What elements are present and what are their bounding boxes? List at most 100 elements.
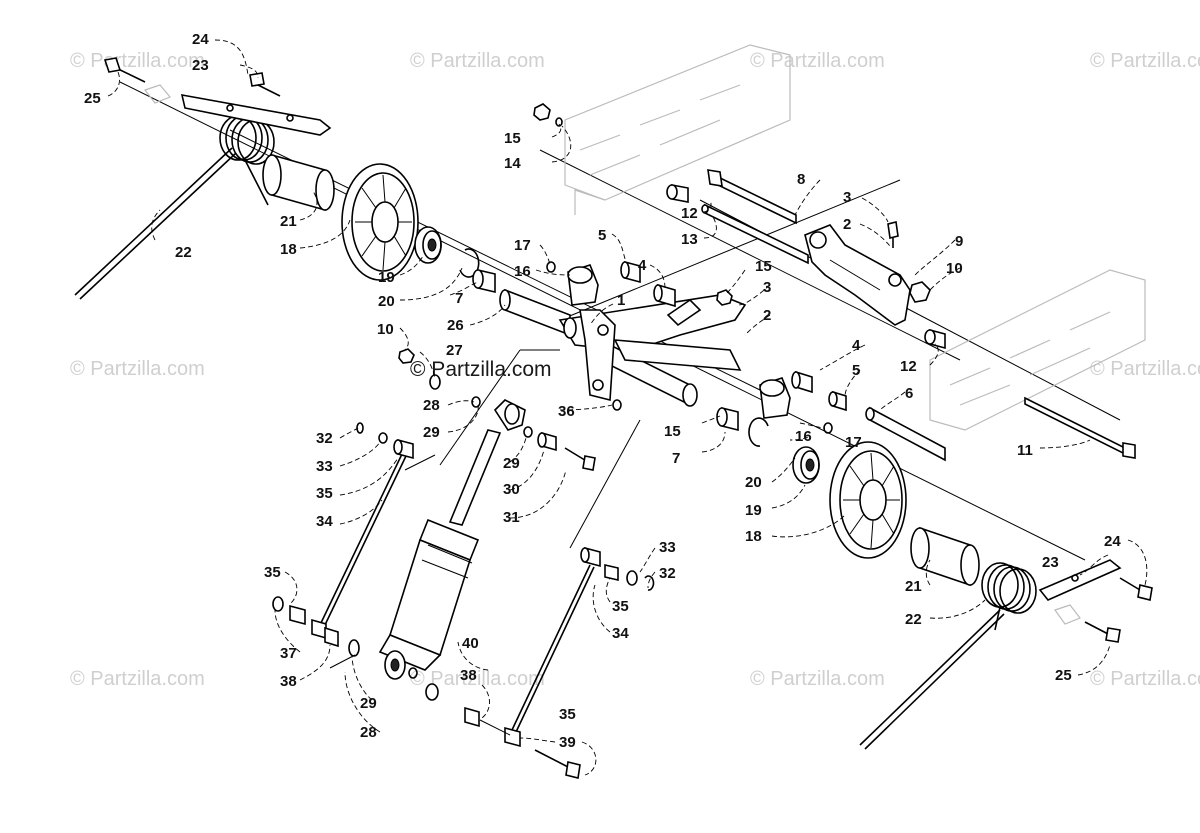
watermark-center: © Partzilla.com: [410, 358, 552, 381]
callout-25: 25: [1055, 667, 1072, 684]
washer-27-28-upper: [429, 374, 481, 408]
spacer-tube-right: [910, 526, 980, 587]
callout-15: 15: [664, 423, 681, 440]
callout-32: 32: [316, 430, 333, 447]
callout-35: 35: [559, 706, 576, 723]
callout-21: 21: [905, 578, 922, 595]
callout-20: 20: [745, 474, 762, 491]
callout-19: 19: [378, 269, 395, 286]
bushing-4-lower: [791, 370, 813, 394]
callout-26: 26: [447, 317, 464, 334]
callout-18: 18: [745, 528, 762, 545]
bolt-11: [1024, 396, 1136, 459]
callout-2: 2: [843, 216, 851, 233]
callout-16: 16: [514, 263, 531, 280]
bumper-16-lower: [759, 377, 791, 419]
bushing-12-right: [924, 328, 946, 350]
callout-12: 12: [681, 205, 698, 222]
callout-35: 35: [316, 485, 333, 502]
callout-18: 18: [280, 241, 297, 258]
bearing-right: [792, 446, 820, 484]
bushing-5-upper: [620, 260, 641, 284]
callout-21: 21: [280, 213, 297, 230]
link-left-lower-hardware: [272, 596, 360, 657]
callout-31: 31: [503, 509, 520, 526]
fastener-3-2-upper: [887, 221, 899, 248]
bolt-8: [707, 169, 797, 225]
callout-37: 37: [280, 645, 297, 662]
callout-10: 10: [377, 321, 394, 338]
bolt-25-right: [1054, 604, 1121, 643]
bushing-12-upper: [666, 184, 689, 203]
link-rod-left: [311, 422, 414, 640]
callout-labels: 24 23 25 21 18 22 19 20 15 14 8 3 2 9 10…: [84, 31, 1121, 751]
callout-23: 23: [192, 57, 209, 74]
link-right-lower-hardware: [408, 667, 581, 779]
callout-3: 3: [843, 189, 851, 206]
callout-15: 15: [504, 130, 521, 147]
callout-2: 2: [763, 307, 771, 324]
callout-22: 22: [905, 611, 922, 628]
slide-rail-upper: [564, 44, 791, 215]
callout-27: 27: [446, 342, 463, 359]
bolt-25-left: [103, 57, 171, 104]
bushing-7-left: [472, 268, 496, 294]
idler-wheel-left: [341, 163, 419, 281]
watermark: © Partzilla.com: [750, 668, 885, 690]
callout-5: 5: [852, 362, 860, 379]
callout-25: 25: [84, 90, 101, 107]
bearing-left: [414, 226, 442, 264]
linkage-guide-lines: [329, 349, 641, 736]
callout-14: 14: [504, 155, 521, 172]
callout-35: 35: [264, 564, 281, 581]
spacer-30: [537, 431, 557, 452]
callout-36: 36: [558, 403, 575, 420]
callout-33: 33: [316, 458, 333, 475]
callout-29: 29: [503, 455, 520, 472]
callout-23: 23: [1042, 554, 1059, 571]
callout-39: 39: [559, 734, 576, 751]
link-rod-right: [504, 546, 655, 748]
watermark: © Partzilla.com: [410, 668, 545, 690]
callout-20: 20: [378, 293, 395, 310]
callout-1: 1: [617, 292, 625, 309]
washer-29-upper: [523, 426, 533, 438]
callout-40: 40: [462, 635, 479, 652]
ring-17-upper: [546, 261, 556, 273]
callout-17: 17: [514, 237, 531, 254]
callout-10: 10: [946, 260, 963, 277]
washer-36: [612, 399, 622, 411]
callout-leaders: [107, 39, 1148, 776]
callout-22: 22: [175, 244, 192, 261]
nut-10-right: [909, 281, 931, 303]
watermark: © Partzilla.com: [70, 358, 205, 380]
callout-17: 17: [845, 434, 862, 451]
callout-29: 29: [360, 695, 377, 712]
snap-ring-left: [459, 248, 480, 278]
bumper-16-upper: [567, 264, 599, 306]
callout-30: 30: [503, 481, 520, 498]
callout-8: 8: [797, 171, 805, 188]
spring-bracket-left: [180, 93, 332, 136]
watermark: © Partzilla.com: [1090, 668, 1200, 690]
callout-38: 38: [460, 667, 477, 684]
bolt-31: [564, 447, 596, 471]
spacer-tube-left: [262, 153, 335, 212]
callout-4: 4: [852, 337, 861, 354]
bushing-4-upper: [653, 283, 676, 308]
shaft-26: [499, 288, 571, 337]
watermark: © Partzilla.com: [750, 50, 885, 72]
watermarks: © Partzilla.com © Partzilla.com © Partzi…: [70, 50, 1200, 690]
callout-3: 3: [763, 279, 771, 296]
snap-ring-right: [748, 417, 769, 447]
callout-29: 29: [423, 424, 440, 441]
callout-13: 13: [681, 231, 698, 248]
callout-11: 11: [1017, 442, 1033, 459]
callout-24: 24: [192, 31, 209, 48]
callout-15: 15: [755, 258, 772, 275]
callout-38: 38: [280, 673, 297, 690]
callout-32: 32: [659, 565, 676, 582]
callout-7: 7: [672, 450, 680, 467]
watermark: © Partzilla.com: [1090, 358, 1200, 380]
